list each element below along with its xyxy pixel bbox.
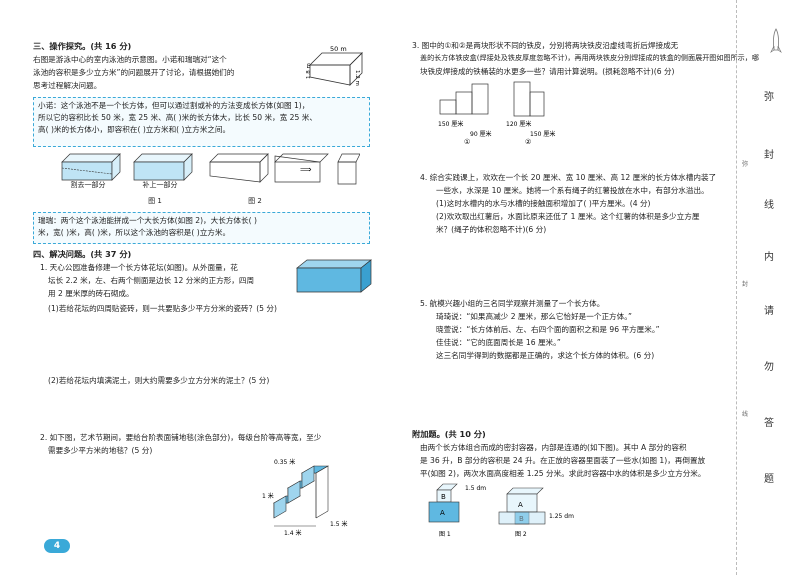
section3-heading: 三、操作探究。(共 16 分) — [33, 41, 132, 51]
bonus-line-3: 平(如图 2)，两次水面高度相差 1.25 分米。求此时容器中水的体积是多少立方… — [420, 469, 706, 478]
ruirui-box: 瑞瑞：两个这个泳池能拼成一个大长方体(如图 2)，大长方体长( ) 米，宽( )… — [33, 212, 370, 244]
sidebar-char-6: 勿 — [764, 362, 774, 373]
sidebar-char-2: 封 — [764, 150, 774, 161]
rocket-icon — [770, 28, 782, 54]
bonus-line-1: 由两个长方体组合而成的密封容器，内部是连通的(如下图)。其中 A 部分的容积 — [420, 443, 687, 452]
q1-sub2: (2)若给花坛内填满泥土，则大约需要多少立方分米的泥土？(5 分) — [48, 376, 270, 385]
sheet-label-c: 120 厘米 — [506, 120, 531, 128]
page-number: 4 — [44, 539, 70, 553]
q4-line-4: (2)欢欢取出红薯后，水面比原来还低了 1 厘米。这个红薯的体积是多少立方厘 — [436, 212, 700, 221]
stair-depth-label: 1.5 米 — [330, 520, 347, 528]
q2-line-2: 需要多少平方米的地毯？(5 分) — [48, 446, 153, 455]
q5-line-5: 这三名同学得到的数据都是正确的，求这个长方体的体积。(6 分) — [436, 351, 655, 360]
sheet-label-a: 150 厘米 — [438, 120, 463, 128]
fig2-label-a: A — [518, 501, 523, 509]
q3-line-3: 块铁皮焊接成的铁桶装的水更多一些？请用计算说明。(损耗忽略不计)(6 分) — [420, 67, 675, 76]
ruirui-line-2: 米，宽( )米，高( )米，所以这个泳池的容积是( )立方米。 — [38, 227, 231, 237]
q5-line-2: 琦琦说：“如果高减少 2 厘米，那么它恰好是一个正方体。” — [436, 312, 632, 321]
section4-heading: 四、解决问题。(共 37 分) — [33, 249, 132, 259]
q1-sub1: (1)若给花坛的四周贴瓷砖，则一共要贴多少平方分米的瓷砖？(5 分) — [48, 304, 277, 313]
sidebar-char-8: 题 — [764, 474, 774, 485]
binding-line — [736, 0, 737, 575]
sidebar-small-1: 弥 — [742, 161, 749, 168]
fig1-label-fill: 补上一部分 — [142, 181, 178, 189]
q4-line-3: (1)这时水槽内的水与水槽的接触面积增加了( )平方厘米。(4 分) — [436, 199, 651, 208]
sheet-mark-2: ② — [525, 138, 531, 146]
sidebar-char-1: 弥 — [764, 92, 774, 103]
stair-step-width-label: 0.35 米 — [274, 458, 295, 466]
fig1-label-b: B — [441, 493, 446, 501]
iron-sheets-diagram: 150 厘米 90 厘米 120 厘米 150 厘米 ① ② — [438, 81, 555, 146]
q1-line-2: 坛长 2.2 米，左、右两个侧面是边长 12 分米的正方形，四周 — [48, 276, 255, 285]
fig1-label-cut: 割去一部分 — [70, 181, 106, 189]
fig2-caption: 图 2 — [248, 197, 262, 205]
sheet-label-b: 90 厘米 — [470, 130, 492, 138]
pool-depth-right-label: 1.2 m — [354, 70, 360, 86]
sheet-label-d: 150 厘米 — [530, 130, 555, 138]
stair-height-label: 1 米 — [262, 492, 274, 500]
sheet-mark-1: ① — [464, 138, 470, 146]
q5-line-1: 5. 航模兴趣小组的三名同学观察并测量了一个长方体。 — [420, 299, 605, 308]
fig1-label-a: A — [440, 509, 445, 517]
q4-line-2: 一些水，水深是 10 厘米。她将一个系有绳子的红薯投放在水中，有部分水溢出。 — [436, 186, 709, 195]
container-diagram: B A 1.5 dm 图 1 A B 1.25 dm 图 2 — [428, 483, 574, 538]
q5-line-3: 晓萱说：“长方体前后、左、右四个面的面积之和是 96 平方厘米。” — [436, 325, 660, 334]
staircase-diagram: 0.35 米 1 米 1.4 米 1.5 米 — [262, 458, 347, 537]
pool-depth-left-label: 1.8 m — [306, 63, 312, 79]
xiaonuo-line-1: 小诺：这个泳池不是一个长方体，但可以通过割或补的方法变成长方体(如图 1)， — [38, 101, 310, 110]
pool-figures: ⟹ — [61, 153, 360, 185]
q3-line-2: 盖的长方体铁皮盒(焊接处及铁皮厚度忽略不计)，再用两块铁皮分别焊接成的铁盒的侧面… — [420, 53, 759, 62]
sidebar-char-7: 答 — [764, 418, 774, 429]
flowerbed-diagram — [296, 259, 372, 293]
section3-intro-3: 思考过程解决问题。 — [33, 81, 102, 90]
sidebar-char-5: 请 — [764, 306, 774, 317]
q1-line-3: 用 2 厘米厚的砖石砌成。 — [48, 289, 134, 298]
q1-line-1: 1. 天心公园准备修建一个长方体花坛(如图)。从外面量，花 — [40, 263, 238, 272]
pool-diagram: 50 m 1.8 m 1.2 m — [306, 45, 363, 86]
xiaonuo-line-3: 高( )米的长方体小，即容积在( )立方米和( )立方米之间。 — [38, 124, 231, 134]
q4-line-5: 米？(绳子的体积忽略不计)(6 分) — [436, 225, 547, 234]
bonus-h1-label: 1.5 dm — [465, 485, 486, 492]
section3-intro-1: 右图是游泳中心的室内泳池的示意图。小诺和瑞瑞对“这个 — [33, 55, 227, 64]
svg-text:⟹: ⟹ — [300, 165, 312, 174]
sidebar-char-3: 线 — [764, 200, 774, 211]
q3-line-1: 3. 图中的①和②是两块形状不同的铁皮，分别将两块铁皮沿虚线弯折后焊接成无 — [412, 41, 679, 50]
bonus-fig1-caption: 图 1 — [439, 531, 451, 538]
sidebar-small-3: 线 — [742, 411, 749, 418]
q2-line-1: 2. 如下图，艺术节期间，要给台阶表面铺地毯(涂色部分)，每级台阶等高等宽，至少 — [40, 433, 322, 442]
q4-line-1: 4. 综合实践课上，欢欢在一个长 20 厘米、宽 10 厘米、高 12 厘米的长… — [420, 173, 717, 182]
pool-length-label: 50 m — [330, 45, 347, 53]
q5-line-4: 佳佳说：“它的底面周长是 16 厘米。” — [436, 338, 561, 347]
bonus-line-2: 是 36 升，B 部分的容积是 24 升。在正放的容器里面装了一些水(如图 1)… — [420, 456, 706, 465]
bonus-heading: 附加题。(共 10 分) — [412, 429, 486, 439]
section3-intro-2: 泳池的容积是多少立方米”的问题展开了讨论，请根据她们的 — [33, 68, 235, 77]
fig1-caption: 图 1 — [148, 197, 162, 205]
xiaonuo-line-2: 所以它的容积比长 50 米，宽 25 米、高( )米的长方体大，比长 50 米，… — [38, 112, 317, 122]
bonus-h2-label: 1.25 dm — [549, 513, 574, 520]
sidebar-small-2: 封 — [742, 281, 749, 288]
sidebar-char-4: 内 — [764, 252, 774, 263]
stair-length-label: 1.4 米 — [284, 529, 301, 537]
ruirui-line-1: 瑞瑞：两个这个泳池能拼成一个大长方体(如图 2)，大长方体长( ) — [38, 216, 257, 225]
bonus-fig2-caption: 图 2 — [515, 531, 527, 538]
xiaonuo-box: 小诺：这个泳池不是一个长方体，但可以通过割或补的方法变成长方体(如图 1)， 所… — [33, 97, 370, 147]
